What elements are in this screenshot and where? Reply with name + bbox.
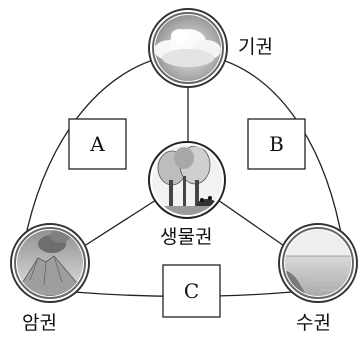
box-a: A [68,118,127,170]
box-a-letter: A [89,132,105,156]
volcano-icon [17,230,83,296]
trees-icon [152,145,222,215]
cloud-sky-icon [155,15,221,81]
box-c: C [162,264,221,318]
biosphere-label: 생물권 [160,226,213,248]
atmosphere-label: 기권 [238,36,273,58]
box-c-letter: C [184,279,199,303]
biosphere-node [148,141,226,219]
spoke-geosphere [77,199,157,251]
spoke-hydrosphere [217,199,291,251]
atmosphere-node [148,8,228,88]
geosphere-node [10,223,90,303]
hydrosphere-node [278,223,358,303]
box-b: B [247,118,306,170]
box-b-letter: B [269,132,284,156]
hydrosphere-label: 수권 [296,312,331,334]
geosphere-label: 암권 [22,312,57,334]
